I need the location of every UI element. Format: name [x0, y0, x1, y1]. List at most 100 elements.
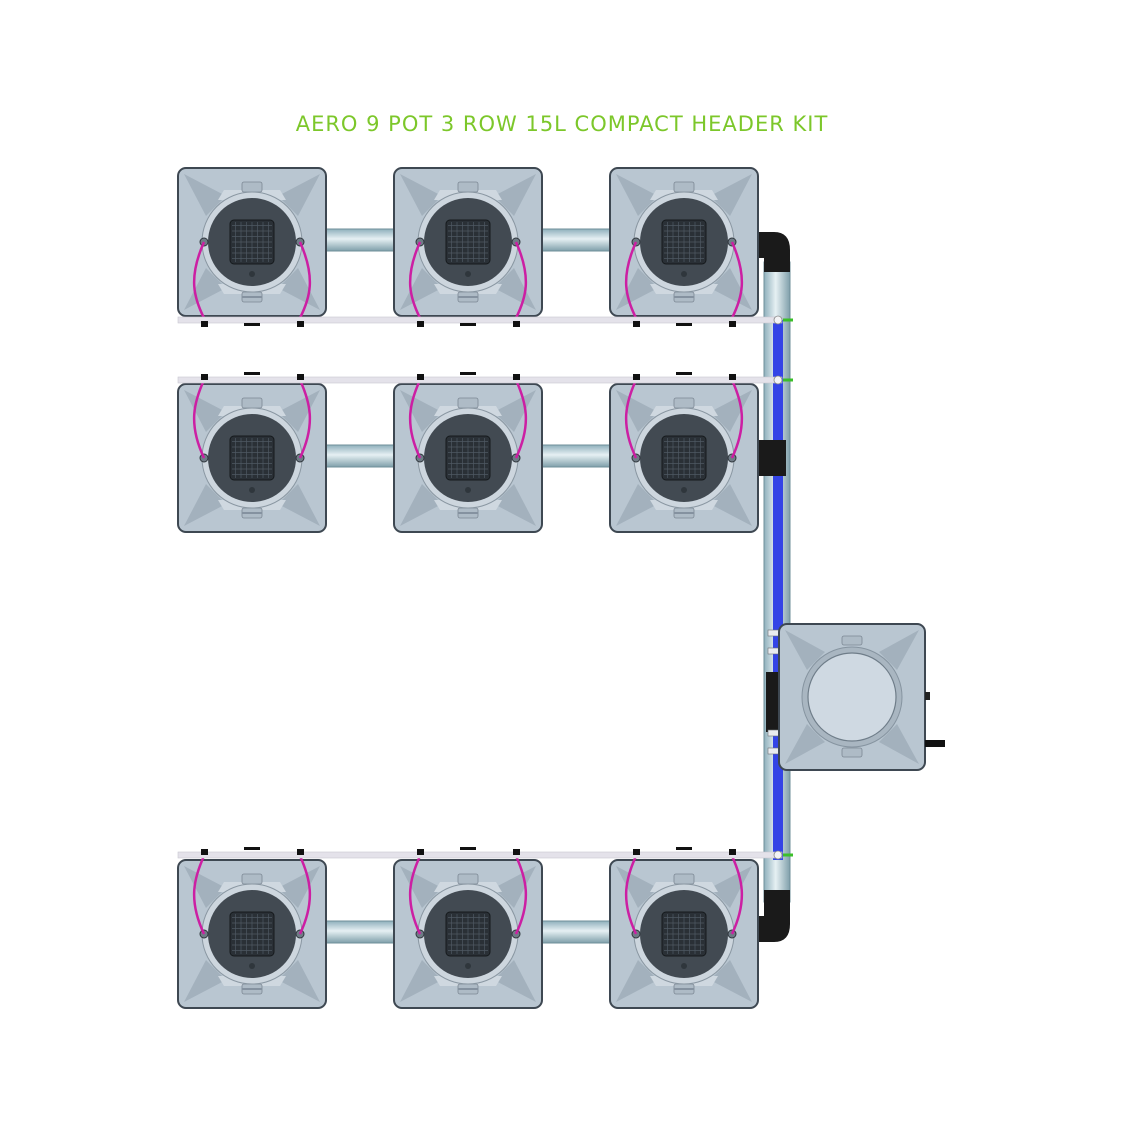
- reservoir-port: [925, 692, 930, 700]
- tube-clip: [297, 321, 304, 327]
- drip-line: [624, 855, 638, 935]
- feed-tube: [177, 376, 783, 384]
- pot-vent: [681, 963, 687, 969]
- pot-tab: [457, 397, 479, 409]
- pot-tab: [241, 181, 263, 193]
- tube-mark: [460, 847, 476, 850]
- tube-end: [773, 375, 783, 385]
- aero-pot-icon: [393, 379, 543, 533]
- link-pipe: [321, 228, 401, 252]
- tube-clip: [729, 374, 736, 380]
- pot-facet: [494, 268, 536, 310]
- pot-vent: [681, 487, 687, 493]
- pot-facet: [400, 960, 442, 1002]
- pot-facet: [184, 268, 226, 310]
- pot-facet: [184, 174, 226, 216]
- tube-mark: [460, 372, 476, 375]
- pot-facet: [278, 174, 320, 216]
- link-pipe: [537, 444, 617, 468]
- pot-grid: [177, 167, 793, 1009]
- pot-facet: [278, 268, 320, 310]
- reservoir-lid: [807, 652, 897, 742]
- tube-clip: [417, 849, 424, 855]
- tube-mark: [244, 372, 260, 375]
- green-connector: [783, 853, 793, 857]
- tube-clip: [513, 849, 520, 855]
- drip-line: [514, 379, 528, 459]
- drip-line: [192, 855, 206, 935]
- tube-clip: [729, 849, 736, 855]
- tube-clip: [201, 374, 208, 380]
- tube-clip: [729, 321, 736, 327]
- pot-facet: [710, 866, 752, 908]
- pot-vent: [249, 487, 255, 493]
- tube-clip: [297, 374, 304, 380]
- pot-facet: [400, 866, 442, 908]
- drip-line: [408, 241, 422, 319]
- reservoir-join-fitting: [766, 672, 780, 732]
- pot-vent: [465, 487, 471, 493]
- green-connector: [783, 378, 793, 382]
- pot-tab: [241, 397, 263, 409]
- reservoir-tab: [841, 635, 863, 646]
- drip-line: [192, 241, 206, 319]
- pot-mark: [458, 988, 478, 990]
- tube-mark: [676, 847, 692, 850]
- pot-facet: [616, 174, 658, 216]
- pot-facet: [184, 866, 226, 908]
- pot-vent: [249, 963, 255, 969]
- pot-mark: [242, 988, 262, 990]
- drip-line: [730, 241, 744, 319]
- pot-facet: [184, 484, 226, 526]
- tube-clip: [633, 374, 640, 380]
- tube-clip: [201, 849, 208, 855]
- elbow-fitting-top: [756, 232, 790, 272]
- pot-vent: [249, 271, 255, 277]
- pot-facet: [494, 174, 536, 216]
- pot-facet: [184, 390, 226, 432]
- drip-line: [514, 855, 528, 935]
- pot-facet: [710, 484, 752, 526]
- drip-line: [514, 241, 528, 319]
- feed-tube: [177, 316, 783, 324]
- drip-line: [192, 379, 206, 459]
- tube-clip: [417, 374, 424, 380]
- pot-facet: [400, 174, 442, 216]
- tube-clip: [297, 849, 304, 855]
- pot-mark: [674, 296, 694, 298]
- pot-facet: [710, 390, 752, 432]
- pot-tab: [673, 181, 695, 193]
- aero-pot-icon: [609, 167, 759, 319]
- pot-facet: [400, 268, 442, 310]
- drip-line: [298, 855, 312, 935]
- tee-fitting-middle: [756, 440, 786, 476]
- tube-clip: [417, 321, 424, 327]
- pot-tab: [241, 873, 263, 885]
- drip-line: [408, 379, 422, 459]
- pot-facet: [278, 866, 320, 908]
- drip-line: [624, 379, 638, 459]
- pot-facet: [278, 390, 320, 432]
- pot-facet: [184, 960, 226, 1002]
- diagram-title: AERO 9 POT 3 ROW 15L COMPACT HEADER KIT: [295, 112, 829, 136]
- pot-facet: [616, 268, 658, 310]
- pot-mark: [674, 512, 694, 514]
- reservoir-tank-icon: [778, 623, 945, 771]
- reservoir-facet: [879, 724, 919, 764]
- tube-mark: [244, 847, 260, 850]
- green-connector: [783, 318, 793, 322]
- tube-end: [773, 850, 783, 860]
- tube-mark: [460, 323, 476, 326]
- pot-vent: [681, 271, 687, 277]
- pipe-network: [321, 228, 791, 944]
- pot-facet: [494, 390, 536, 432]
- reservoir-facet: [785, 630, 825, 670]
- drip-line: [298, 379, 312, 459]
- pot-facet: [400, 390, 442, 432]
- pot-facet: [710, 960, 752, 1002]
- pot-tab: [673, 397, 695, 409]
- aero-pot-icon: [609, 379, 759, 533]
- tube-clip: [633, 321, 640, 327]
- reservoir-group: [778, 623, 945, 771]
